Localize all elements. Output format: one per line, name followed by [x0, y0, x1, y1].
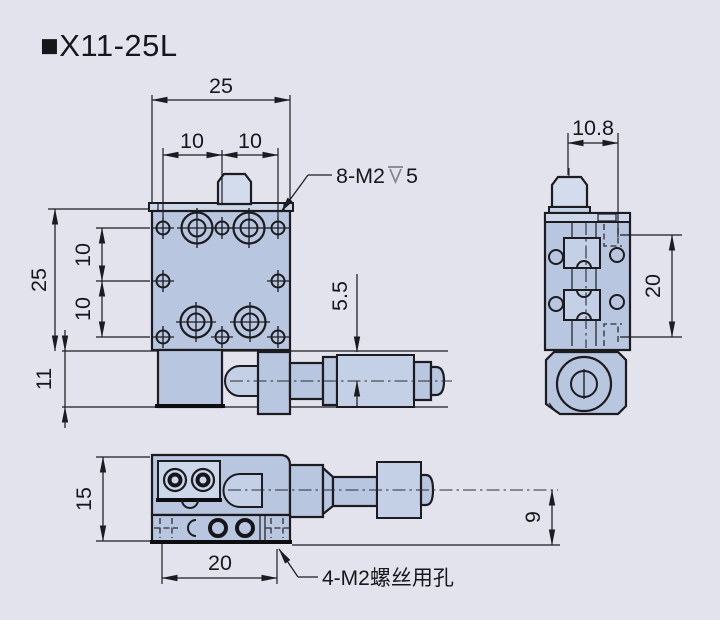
side-view: 10.8 20 [543, 116, 682, 416]
front-view: 25 10 10 25 10 10 11 5.5 8-M2 5 [27, 74, 452, 428]
front-dimensions: 25 10 10 25 10 10 11 5.5 [27, 74, 361, 428]
dim-front-width-right: 10 [238, 129, 262, 153]
dim-front-height-upper: 10 [71, 243, 95, 267]
stage-base-front [156, 348, 224, 409]
micrometer-shaft-bottom [331, 475, 379, 508]
adjustment-knob-side [550, 175, 589, 209]
dim-front-width-total: 25 [209, 74, 233, 98]
coupling-bottom [222, 473, 263, 508]
side-dimensions: 10.8 20 [567, 116, 682, 338]
dim-bottom-axis-height: 9 [521, 511, 545, 523]
dim-front-axis-offset: 5.5 [328, 281, 352, 311]
bearing-plate-bottom [157, 460, 221, 500]
hidden-hole-right [265, 518, 289, 538]
dim-front-height-total: 25 [27, 268, 51, 292]
dim-front-height-lower: 10 [71, 297, 95, 321]
hole-callout-front: 8-M2 5 [280, 164, 418, 213]
hidden-hole-left [154, 518, 178, 538]
stage-body-side [543, 211, 632, 352]
bottom-view: 15 20 9 4-M2螺丝用孔 [72, 453, 560, 590]
dim-front-width-left: 10 [180, 129, 204, 153]
adjustment-knob-front [216, 172, 253, 206]
stage-bottom-geometry [150, 453, 558, 544]
hole-callout-front-label: 8-M2 [336, 164, 385, 188]
rail-clamp-upper [563, 237, 601, 269]
bottom-dimensions: 15 20 9 [72, 456, 560, 584]
dim-bottom-height: 15 [72, 487, 96, 511]
hole-callout-bottom: 4-M2螺丝用孔 [278, 548, 454, 590]
dim-bottom-hole-pitch: 20 [208, 551, 232, 575]
page-title: ■X11-25L [40, 28, 178, 63]
screw-hole [208, 518, 228, 538]
stage-side-geometry [543, 168, 632, 416]
depth-symbol-icon [388, 166, 403, 185]
mounting-holes-front [152, 208, 289, 348]
dim-side-width: 10.8 [572, 116, 614, 140]
dim-side-height: 20 [641, 274, 665, 298]
rail-clamp-lower [563, 289, 601, 321]
screw-hole [235, 518, 255, 538]
micrometer-barrel-bottom [288, 463, 325, 519]
clamp-block-front [256, 350, 292, 416]
hole-callout-front-depth: 5 [406, 164, 418, 188]
dim-front-base-height: 11 [32, 368, 56, 390]
hole-callout-bottom-label: 4-M2螺丝用孔 [322, 567, 454, 590]
